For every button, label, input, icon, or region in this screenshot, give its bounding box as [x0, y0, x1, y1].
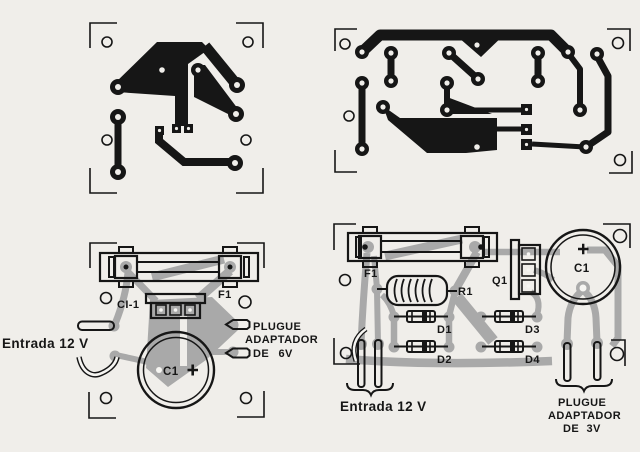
resistor-r1 — [377, 274, 457, 307]
diodes — [394, 310, 536, 353]
label-d1: D1 — [437, 324, 452, 336]
plus-polarity-mark — [187, 364, 198, 376]
plus-polarity-mark — [578, 243, 589, 255]
label-plugue: PLUGUE — [253, 321, 301, 333]
ic-ci1 — [144, 292, 207, 320]
brace-plug-3v — [555, 378, 613, 394]
label-adaptador: ADAPTADOR — [245, 334, 318, 346]
pcb-copper-pattern-small — [89, 22, 264, 194]
label-plugue: PLUGUE — [558, 397, 606, 409]
label-r1: R1 — [458, 286, 473, 298]
diode-d3 — [482, 310, 536, 323]
diode-d4 — [482, 340, 536, 353]
label-d4: D4 — [525, 354, 540, 366]
pcb-copper-pattern-large — [334, 28, 633, 174]
mounting-holes — [99, 291, 253, 405]
label-d3: D3 — [525, 324, 540, 336]
fuse-f1 — [346, 226, 499, 268]
label-de-6v: DE 6V — [253, 348, 293, 360]
component-layout-6v: CI-1 F1 C1 Entrada 12 V PLUGUE ADAPTADOR… — [2, 242, 318, 419]
diode-d2 — [394, 340, 448, 353]
fuse-f1 — [98, 246, 260, 288]
label-c1: C1 — [574, 263, 590, 275]
brace-entrada — [346, 382, 394, 398]
copper-traces — [110, 42, 245, 180]
label-entrada-12v: Entrada 12 V — [340, 399, 427, 414]
capacitor-c1 — [136, 330, 216, 410]
adapter-plug-pads-6v — [224, 319, 251, 359]
label-d2: D2 — [437, 354, 452, 366]
component-layout-3v: F1 R1 Q1 C1 D1 D2 D3 D4 Entrada 12 V PLU… — [333, 223, 631, 435]
adapter-plug-pins-3v — [563, 341, 602, 382]
label-ci1: CI-1 — [117, 299, 139, 311]
label-c1: C1 — [163, 366, 179, 378]
input-wire-pins — [351, 326, 383, 388]
label-f1: F1 — [218, 289, 232, 301]
corner-brackets — [89, 22, 264, 194]
mounting-holes — [101, 36, 254, 146]
diode-d1 — [394, 310, 448, 323]
mounting-holes — [338, 228, 628, 362]
corner-brackets — [333, 223, 631, 366]
label-q1: Q1 — [492, 275, 507, 287]
mounting-holes — [339, 36, 627, 167]
label-de-3v: DE 3V — [563, 423, 601, 435]
label-entrada-12v: Entrada 12 V — [2, 336, 89, 351]
label-f1: F1 — [364, 268, 378, 280]
corner-brackets — [88, 242, 265, 419]
copper-traces — [355, 29, 612, 156]
transistor-q1 — [509, 238, 542, 301]
label-adaptador: ADAPTADOR — [548, 410, 621, 422]
corner-brackets — [334, 28, 633, 174]
capacitor-c1 — [544, 228, 622, 306]
input-wire-leads — [76, 320, 120, 378]
